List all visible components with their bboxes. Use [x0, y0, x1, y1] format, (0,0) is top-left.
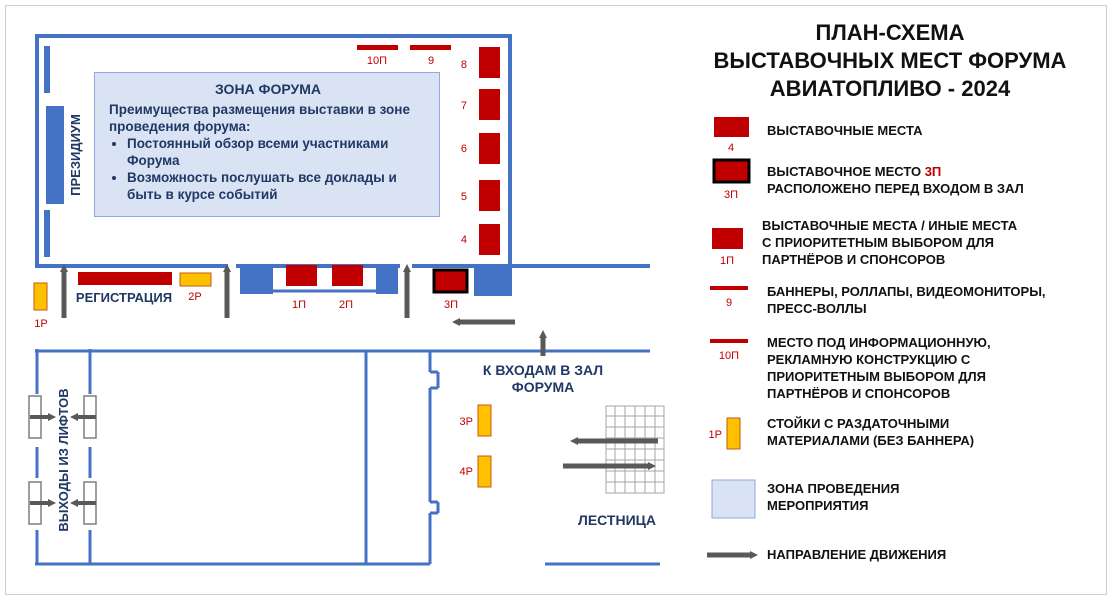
registration-desk	[78, 272, 172, 285]
presidium-bars	[44, 46, 64, 257]
lobby-walls	[35, 349, 660, 566]
legend-priority-sample-label: 1П	[720, 255, 734, 267]
legend-event-zone-line1: ЗОНА ПРОВЕДЕНИЯ	[767, 481, 900, 496]
title-line-3: АВИАТОПЛИВО - 2024	[770, 76, 1011, 101]
forum-zone-benefit: Возможность послушать все доклады и быть…	[127, 169, 427, 203]
forum-zone: ЗОНА ФОРУМА Преимущества размещения выст…	[94, 72, 440, 217]
booth-7-label: 7	[461, 100, 467, 112]
stand-4r-label: 4Р	[460, 466, 473, 478]
forum-zone-benefits: Постоянный обзор всеми участниками Форум…	[109, 135, 427, 203]
door-pillars	[240, 264, 512, 296]
stand-2r	[179, 272, 212, 287]
legend-info-sample-label: 10П	[719, 350, 739, 362]
entrances-label-line1: К ВХОДАМ В ЗАЛ	[483, 362, 603, 378]
booth-2p-label: 2П	[339, 299, 353, 311]
booth-1p	[286, 265, 317, 286]
legend-info-line3: ПРИОРИТЕТНЫМ ВЫБОРОМ ДЛЯ	[767, 369, 986, 384]
forum-zone-lead: Преимущества размещения выставки в зоне …	[109, 102, 410, 134]
booth-1p-label: 1П	[292, 299, 306, 311]
stairs-label: ЛЕСТНИЦА	[578, 512, 656, 528]
legend-info-line2: РЕКЛАМНУЮ КОНСТРУКЦИЮ С	[767, 352, 971, 367]
legend-exhibit-text: ВЫСТАВОЧНЫЕ МЕСТА	[767, 123, 923, 138]
legend-stand-sample	[726, 417, 741, 450]
legend-stands-line1: СТОЙКИ С РАЗДАТОЧНЫМИ	[767, 416, 949, 431]
booth-6	[479, 133, 500, 164]
legend-info-sample	[710, 339, 748, 343]
booth-4	[479, 224, 500, 255]
legend-priority-line3: ПАРТНЁРОВ И СПОНСОРОВ	[762, 252, 945, 267]
forum-zone-benefit: Постоянный обзор всеми участниками Форум…	[127, 135, 427, 169]
legend-event-zone-line2: МЕРОПРИЯТИЯ	[767, 498, 868, 513]
registration-label: РЕГИСТРАЦИЯ	[76, 290, 172, 305]
stand-1r	[33, 282, 48, 311]
legend-info-line4: ПАРТНЁРОВ И СПОНСОРОВ	[767, 386, 950, 401]
legend-direction-text: НАПРАВЛЕНИЕ ДВИЖЕНИЯ	[767, 547, 946, 562]
presidium-label: ПРЕЗИДИУМ	[68, 114, 83, 196]
entrances-label-line2: ФОРУМА	[512, 379, 574, 395]
lift-arrows	[30, 413, 96, 507]
banner-10p-label: 10П	[367, 55, 387, 67]
lift-exits-label: ВЫХОДЫ ИЗ ЛИФТОВ	[56, 388, 71, 531]
banner-10p	[357, 45, 398, 50]
booth-8	[479, 47, 500, 78]
booth-3p-label: 3П	[444, 299, 458, 311]
diagram-frame	[5, 5, 1107, 595]
stand-3r	[477, 404, 492, 437]
legend-priority-sample	[712, 228, 743, 249]
legend-stands-line2: МАТЕРИАЛАМИ (БЕЗ БАННЕРА)	[767, 433, 974, 448]
booth-7	[479, 89, 500, 120]
booth-5	[479, 180, 500, 211]
stand-3r-label: 3Р	[460, 416, 473, 428]
stairs-icon	[605, 405, 665, 494]
stand-4r	[477, 455, 492, 488]
legend-entrance-sample	[712, 158, 751, 184]
banner-9	[410, 45, 451, 50]
legend-priority-line2: С ПРИОРИТЕТНЫМ ВЫБОРОМ ДЛЯ	[762, 235, 994, 250]
legend-priority-line1: ВЫСТАВОЧНЫЕ МЕСТА / ИНЫЕ МЕСТА	[762, 218, 1018, 233]
legend-event-zone-sample	[711, 479, 756, 519]
booth-8-label: 8	[461, 59, 467, 71]
legend-banner-sample	[710, 286, 748, 290]
direction-arrows	[60, 264, 758, 559]
legend-entrance-line2: РАСПОЛОЖЕНО ПЕРЕД ВХОДОМ В ЗАЛ	[767, 181, 1024, 196]
legend-entrance-line1: ВЫСТАВОЧНОЕ МЕСТО 3П	[767, 164, 941, 179]
legend-entrance-prefix: ВЫСТАВОЧНОЕ МЕСТО	[767, 164, 925, 179]
legend-banners-line2: ПРЕСС-ВОЛЛЫ	[767, 301, 867, 316]
legend-banners-line1: БАННЕРЫ, РОЛЛАПЫ, ВИДЕОМОНИТОРЫ,	[767, 284, 1046, 299]
booth-4-label: 4	[461, 234, 467, 246]
booth-5-label: 5	[461, 191, 467, 203]
legend: 4 ВЫСТАВОЧНЫЕ МЕСТА 3П ВЫСТАВОЧНОЕ МЕСТО…	[709, 117, 1046, 562]
legend-info-line1: МЕСТО ПОД ИНФОРМАЦИОННУЮ,	[767, 335, 991, 350]
legend-stand-sample-label: 1Р	[709, 429, 722, 441]
stand-1r-label: 1Р	[34, 318, 47, 330]
legend-exhibit-sample	[714, 117, 749, 137]
booth-2p	[332, 265, 363, 286]
title-line-2: ВЫСТАВОЧНЫХ МЕСТ ФОРУМА	[714, 48, 1067, 73]
legend-banner-sample-label: 9	[726, 297, 732, 309]
forum-zone-title: ЗОНА ФОРУМА	[214, 81, 322, 97]
title-line-1: ПЛАН-СХЕМА	[816, 20, 965, 45]
legend-entrance-sample-label: 3П	[724, 189, 738, 201]
legend-entrance-highlight: 3П	[925, 164, 942, 179]
stand-2r-label: 2Р	[188, 291, 201, 303]
booth-6-label: 6	[461, 143, 467, 155]
banner-9-label: 9	[428, 55, 434, 67]
booth-3p	[432, 268, 469, 294]
legend-exhibit-sample-label: 4	[728, 142, 734, 154]
